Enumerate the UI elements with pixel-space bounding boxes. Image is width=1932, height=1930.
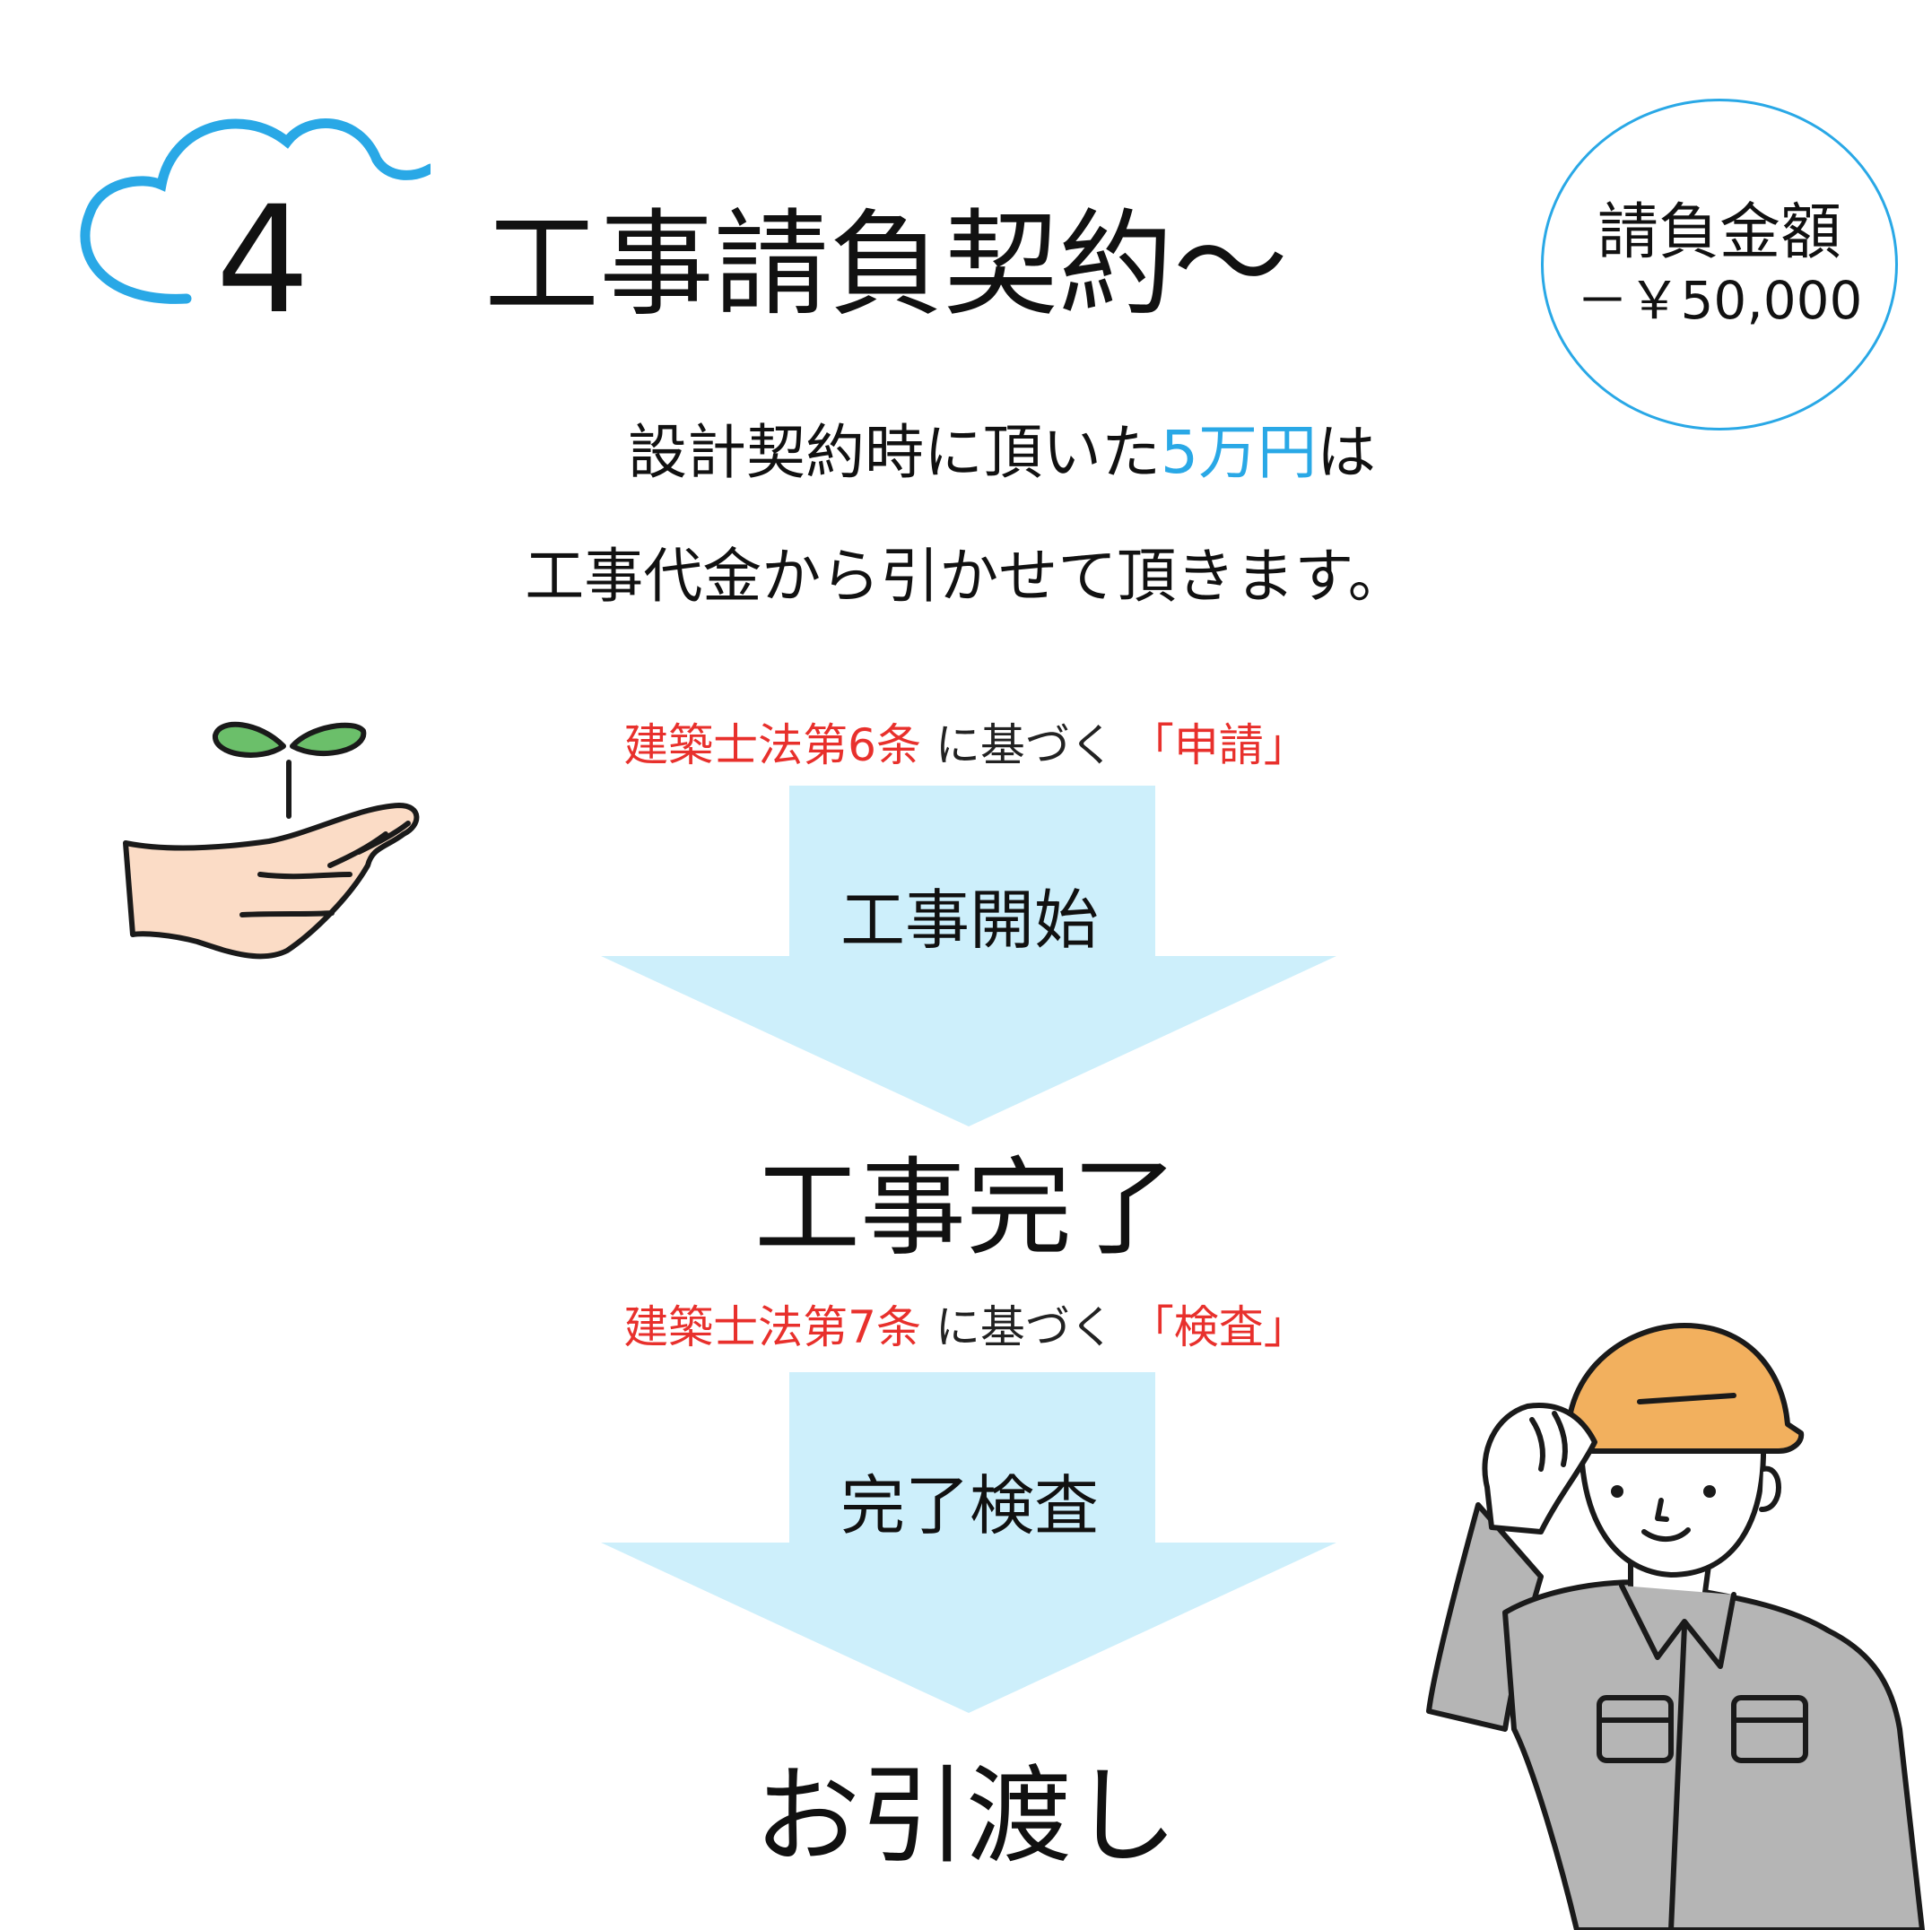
law-note-1: 建築士法第6条 に基づく 「申請」 bbox=[0, 723, 1932, 768]
amount-badge: 請負金額 －￥50,000 bbox=[1541, 99, 1898, 430]
amount-label: 請負金額 bbox=[1597, 197, 1841, 269]
intro-highlight: 5万円 bbox=[1161, 418, 1317, 487]
law-connector-2: に基づく bbox=[935, 1301, 1115, 1353]
amount-value: －￥50,000 bbox=[1576, 270, 1863, 331]
intro-line-1: 設計契約時に頂いた5万円は bbox=[0, 423, 1932, 482]
step-handover: お引渡し bbox=[753, 1754, 1178, 1878]
law-note-2: 建築士法第7条 に基づく 「検査」 bbox=[0, 1305, 1932, 1350]
page-title: 工事請負契約～ bbox=[484, 198, 1289, 332]
arrow-label-construction-start: 工事開始 bbox=[840, 882, 1099, 958]
law-article-6: 建築士法第6条 bbox=[623, 719, 921, 771]
law-connector-1: に基づく bbox=[935, 719, 1115, 771]
law-action-application: 「申請」 bbox=[1128, 719, 1309, 771]
down-arrow-2 bbox=[601, 1372, 1336, 1713]
down-arrow-1 bbox=[601, 786, 1336, 1126]
construction-worker-icon bbox=[1426, 1323, 1925, 1930]
intro-suffix: は bbox=[1317, 418, 1376, 487]
intro-line-2: 工事代金から引かせて頂きます。 bbox=[525, 542, 1407, 611]
arrow-label-completion-inspection: 完了検査 bbox=[840, 1468, 1099, 1543]
step-construction-complete: 工事完了 bbox=[753, 1146, 1178, 1270]
sprout-in-hand-icon bbox=[123, 721, 420, 960]
law-article-7: 建築士法第7条 bbox=[623, 1301, 921, 1353]
step-number: 4 bbox=[215, 174, 310, 346]
cloud-icon bbox=[80, 118, 431, 304]
intro-prefix: 設計契約時に頂いた bbox=[628, 418, 1161, 487]
law-action-inspection: 「検査」 bbox=[1128, 1301, 1309, 1353]
